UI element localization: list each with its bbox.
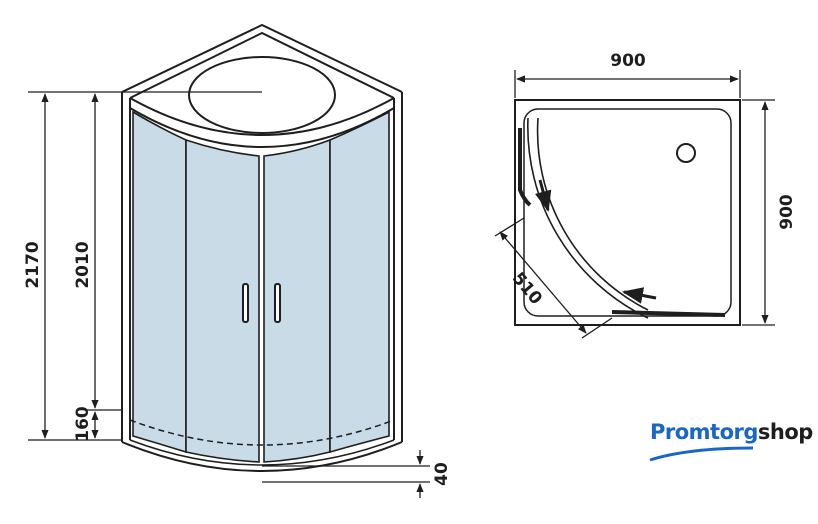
front-view xyxy=(28,23,430,498)
glass-door-left xyxy=(185,138,260,463)
glass-panel-left xyxy=(132,110,187,454)
sliding-door-right xyxy=(611,310,726,317)
dim-total-height: 2170 xyxy=(23,241,43,288)
slide-arrow-right xyxy=(621,287,657,304)
door-handle-right xyxy=(274,283,281,323)
dim-plan-depth: 900 xyxy=(777,194,797,230)
sliding-door-left xyxy=(518,128,532,207)
dim-tray-height: 160 xyxy=(73,406,93,442)
dim-cabin-height: 2010 xyxy=(73,241,93,288)
logo-swoosh xyxy=(649,446,754,462)
shower-tray xyxy=(121,441,403,472)
door-track-inner xyxy=(536,117,649,311)
logo-part1: Promtorg xyxy=(650,420,758,444)
door-handle-left xyxy=(242,283,249,323)
tray-outline xyxy=(514,99,741,326)
glass-door-right xyxy=(263,138,331,463)
drain-icon xyxy=(676,143,696,163)
dim-plan-width: 900 xyxy=(610,51,646,71)
slide-arrow-left xyxy=(535,179,552,213)
glass-panel-right xyxy=(329,110,390,454)
glass-panels xyxy=(132,110,390,463)
promtorgshop-logo: Promtorgshop xyxy=(650,420,813,444)
plan-view xyxy=(494,70,775,339)
ceiling-shower-head xyxy=(188,56,336,134)
dim-door-opening: 510 xyxy=(508,269,546,309)
dim-tray-depth: 40 xyxy=(432,462,452,486)
logo-part2: shop xyxy=(757,420,813,444)
door-track-outer xyxy=(527,117,649,319)
